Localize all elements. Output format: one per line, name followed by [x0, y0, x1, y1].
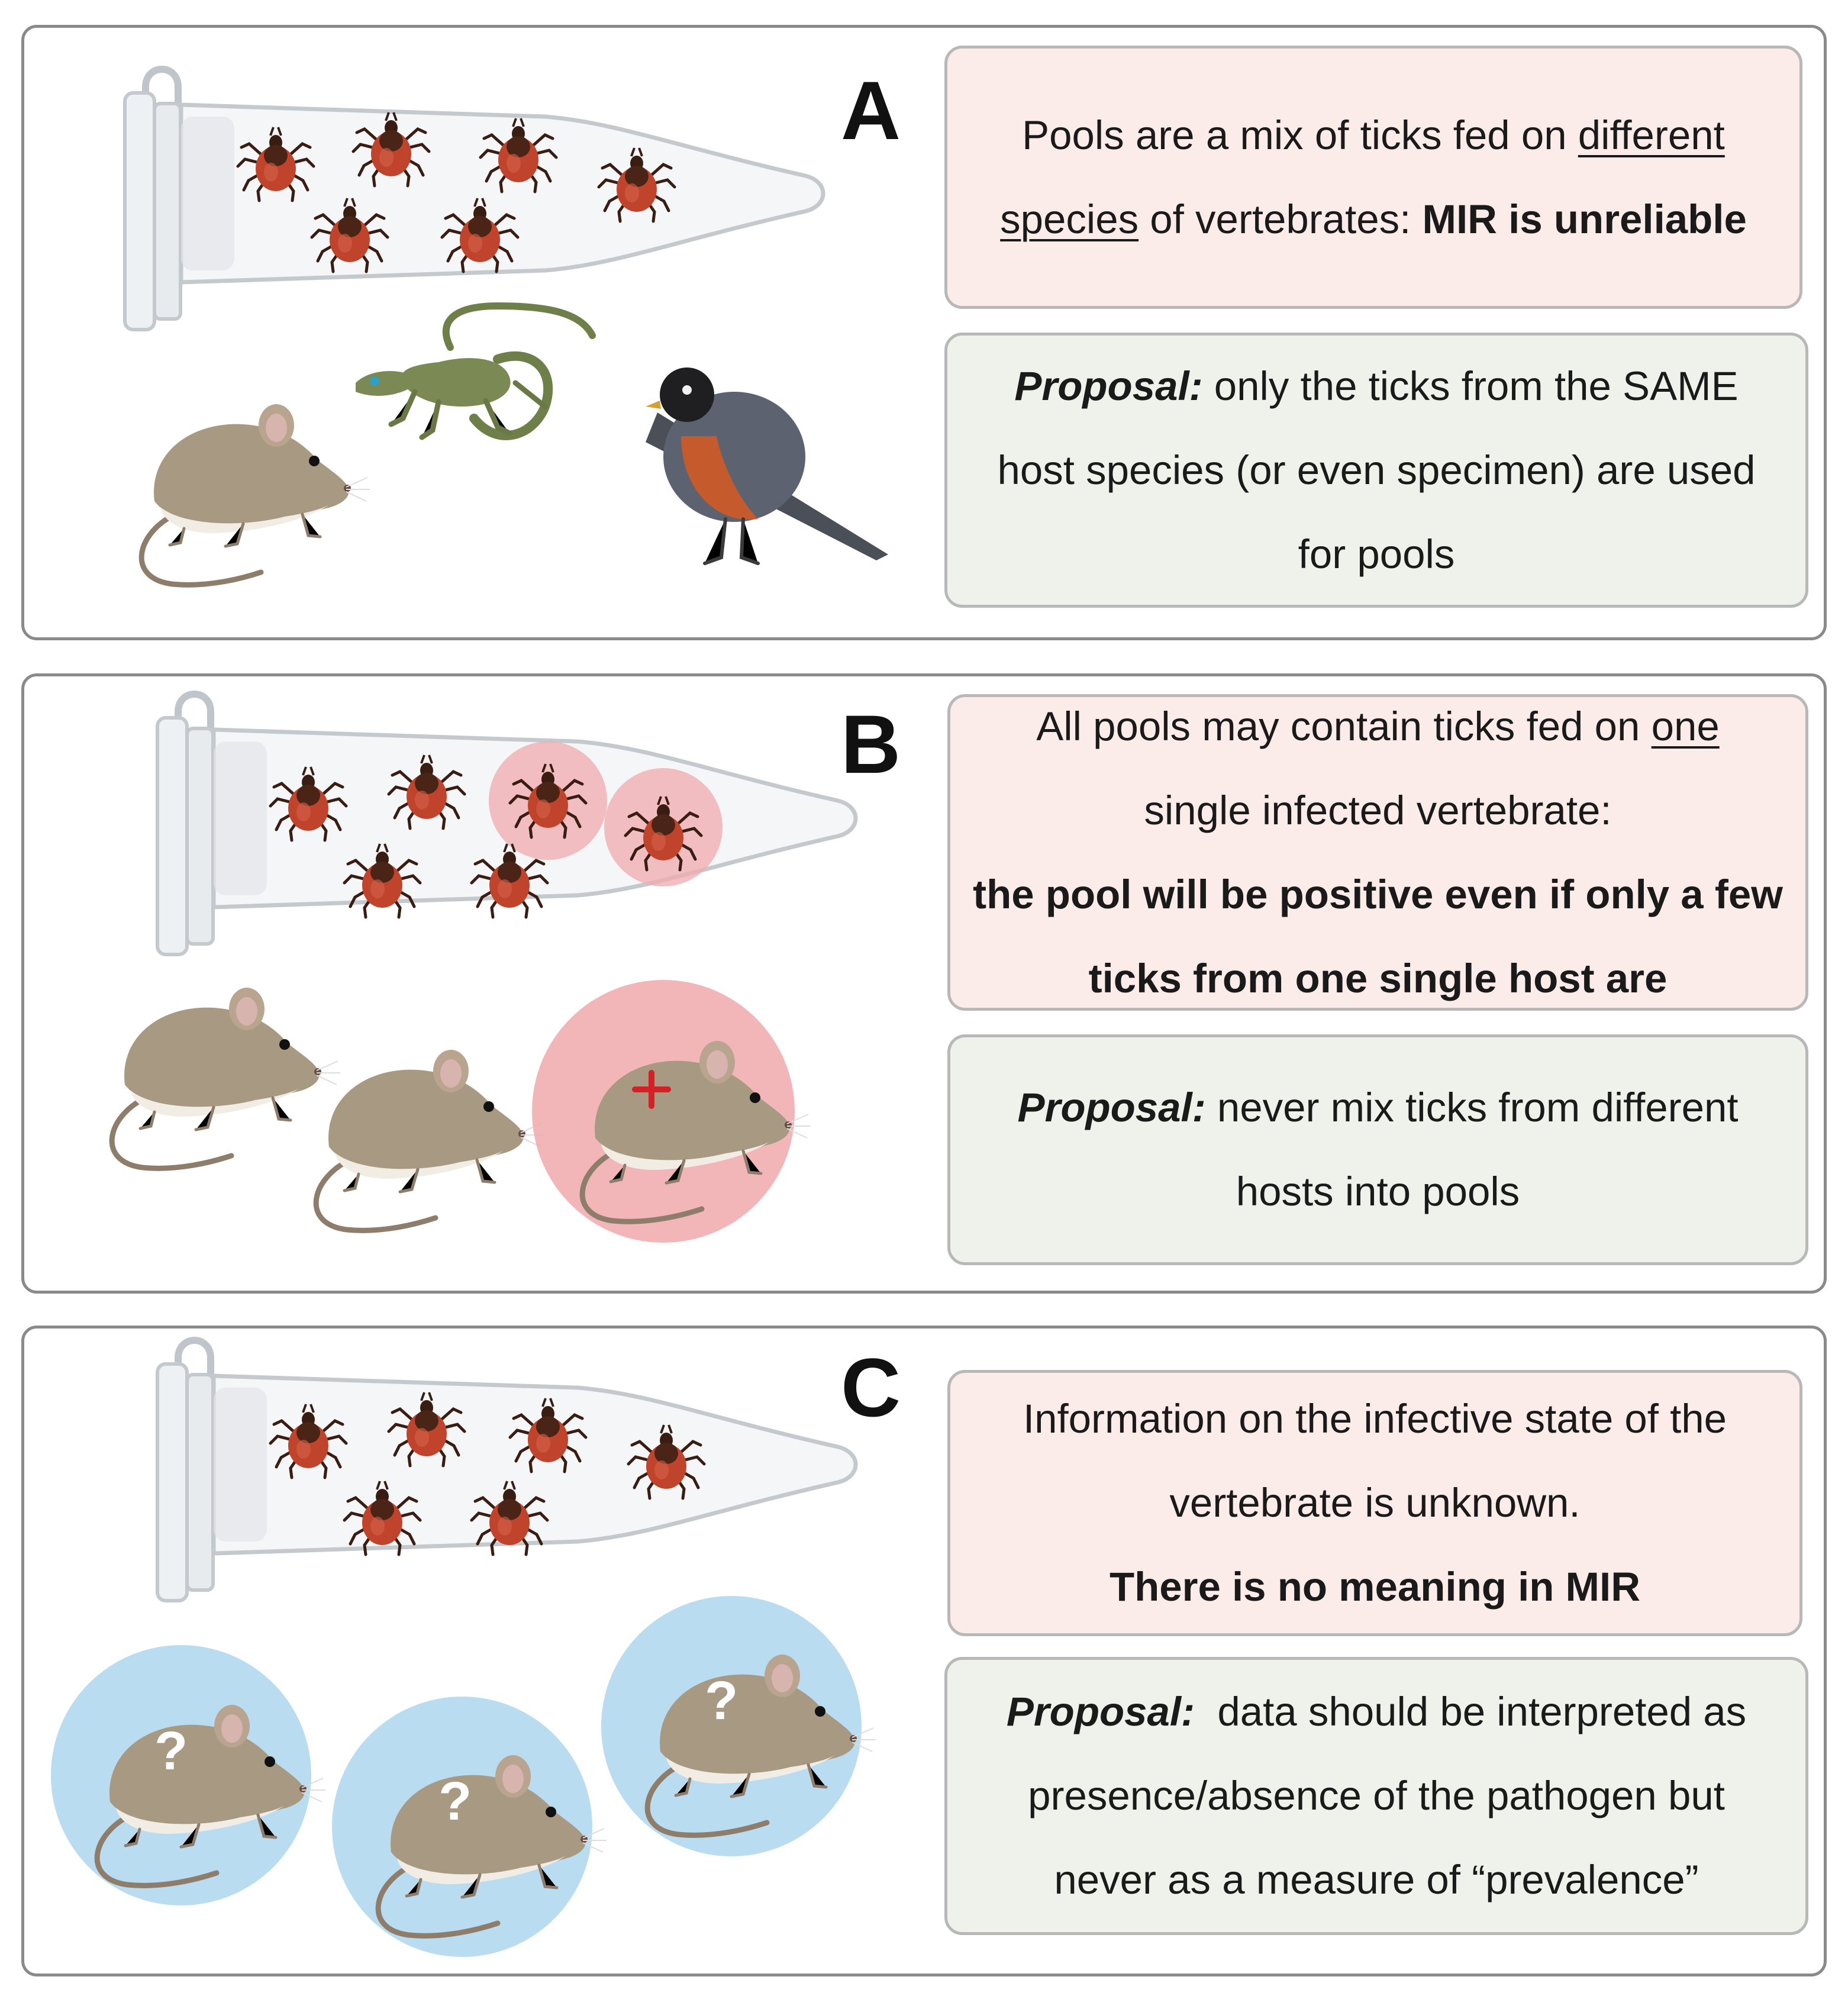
proposal-line: Proposal: data should be interpreted as [1006, 1689, 1747, 1734]
lizard-icon [356, 302, 596, 440]
problem-box: Information on the infective state of th… [947, 1370, 1802, 1636]
problem-line: vertebrate is unknown. [1169, 1480, 1581, 1526]
panel-letter: A [841, 64, 901, 157]
proposal-line: Proposal: never mix ticks from different [1017, 1085, 1739, 1130]
proposal-line: Proposal: only the ticks from the SAME [1014, 363, 1739, 409]
panel-c-illustration: ? ? ? [51, 1337, 912, 1957]
red-plus-icon [632, 1070, 671, 1109]
proposal-box: Proposal: never mix ticks from different… [947, 1034, 1808, 1265]
question-mark-icon: ? [438, 1771, 472, 1831]
panel-a: A Pools are a mix of ticks fed on differ… [21, 25, 1827, 640]
mouse-icon [316, 1050, 544, 1230]
mouse-icon [141, 404, 370, 585]
proposal-line: never as a measure of “prevalence” [1054, 1857, 1699, 1903]
problem-line: the pool will be positive even if only a… [973, 871, 1783, 917]
question-mark-icon: ? [705, 1671, 738, 1731]
problem-line: Information on the infective state of th… [1023, 1396, 1727, 1442]
problem-box: Pools are a mix of ticks fed on differen… [944, 46, 1802, 309]
mouse-icon [112, 988, 340, 1168]
proposal-line: hosts into pools [1236, 1169, 1520, 1214]
question-mark-icon: ? [154, 1721, 188, 1781]
collection-tube-icon [156, 1337, 858, 1602]
problem-line: species of vertebrates: MIR is unreliabl… [1000, 196, 1747, 242]
panel-letter: B [841, 698, 901, 791]
proposal-box: Proposal: only the ticks from the SAME h… [944, 333, 1808, 608]
problem-box: All pools may contain ticks fed on one s… [947, 694, 1808, 1011]
problem-line: single infected vertebrate: [1144, 787, 1612, 833]
panel-b-illustration [24, 691, 858, 1243]
problem-line: ticks from one single host are [1088, 955, 1668, 1001]
collection-tube-icon [123, 66, 825, 331]
robin-icon [646, 367, 888, 565]
problem-line: All pools may contain ticks fed on one [1036, 703, 1720, 749]
problem-line: There is no meaning in MIR [1109, 1564, 1641, 1610]
proposal-line: for pools [1298, 531, 1455, 577]
panel-b: B All pools may contain ticks fed on one… [21, 673, 1827, 1294]
proposal-line: host species (or even specimen) are used [997, 447, 1756, 493]
panel-c: ? ? ? C Information on the infective sta… [21, 1326, 1827, 1976]
panel-letter: C [841, 1341, 901, 1434]
proposal-box: Proposal: data should be interpreted as … [944, 1657, 1808, 1935]
panel-a-illustration [123, 66, 888, 643]
proposal-line: presence/absence of the pathogen but [1028, 1773, 1725, 1818]
problem-line: Pools are a mix of ticks fed on differen… [1022, 112, 1725, 158]
